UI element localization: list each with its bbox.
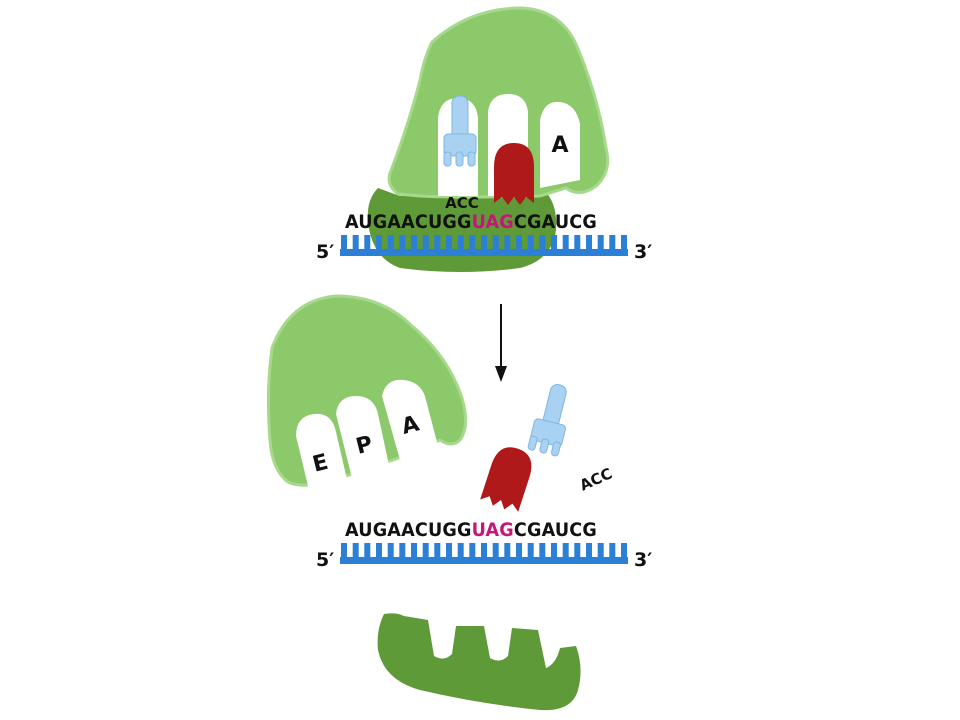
bottom-panel: E P A ACC AUGAACUGGUAGCGAUCG 5′ 3′ xyxy=(266,294,652,711)
mrna-nucleotide-tooth xyxy=(411,543,417,559)
mrna-nucleotide-tooth xyxy=(399,543,406,559)
mrna-strand-bottom xyxy=(340,543,628,564)
mrna-nucleotide-tooth xyxy=(352,543,359,559)
mrna-nucleotide-tooth xyxy=(376,235,382,251)
small-subunit-released xyxy=(377,613,581,711)
five-prime-label-top: 5′ xyxy=(316,241,334,263)
mrna-post-stop-top: CGAUCG xyxy=(514,211,597,233)
top-panel: A ACC AUGAACUGGUAGCGAUCG 5′ 3′ xyxy=(316,6,652,272)
mrna-nucleotide-tooth xyxy=(341,543,347,559)
mrna-nucleotide-tooth xyxy=(574,543,581,559)
mrna-nucleotide-tooth xyxy=(492,543,499,559)
mrna-nucleotide-tooth xyxy=(621,235,627,251)
stop-codon-top: UAG xyxy=(472,211,514,233)
mrna-nucleotide-tooth xyxy=(597,235,604,251)
site-label-a-top: A xyxy=(551,133,568,158)
mrna-nucleotide-tooth xyxy=(446,235,452,251)
release-factor-released xyxy=(479,442,537,514)
e-site-slot-released xyxy=(296,413,348,494)
mrna-nucleotide-tooth xyxy=(352,235,359,251)
mrna-nucleotide-tooth xyxy=(376,543,382,559)
trna-released xyxy=(527,380,577,458)
mrna-nucleotide-tooth xyxy=(422,543,429,559)
mrna-nucleotide-tooth xyxy=(434,543,441,559)
a-site-slot-released xyxy=(382,379,438,460)
mrna-nucleotide-tooth xyxy=(586,543,592,559)
mrna-nucleotide-tooth xyxy=(457,543,464,559)
mrna-nucleotide-tooth xyxy=(516,235,522,251)
mrna-nucleotide-tooth xyxy=(562,235,569,251)
mrna-nucleotide-tooth xyxy=(492,235,499,251)
p-site-slot-released xyxy=(336,396,390,478)
mrna-nucleotide-tooth xyxy=(446,543,452,559)
mrna-nucleotide-tooth xyxy=(574,235,581,251)
mrna-nucleotide-tooth xyxy=(387,235,394,251)
mrna-nucleotide-tooth xyxy=(551,543,557,559)
mrna-nucleotide-tooth xyxy=(341,235,347,251)
mrna-strand-top xyxy=(340,235,628,256)
mrna-sequence-top: AUGAACUGGUAGCGAUCG xyxy=(345,211,597,233)
mrna-nucleotide-tooth xyxy=(539,235,546,251)
mrna-nucleotide-tooth xyxy=(609,235,616,251)
site-label-p-released: P xyxy=(354,432,376,460)
mrna-nucleotide-tooth xyxy=(411,235,417,251)
mrna-nucleotide-tooth xyxy=(562,543,569,559)
mrna-pre-stop-top: AUGAACUGG xyxy=(345,211,472,233)
three-prime-label-bottom: 3′ xyxy=(634,549,652,571)
mrna-nucleotide-tooth xyxy=(527,235,534,251)
release-factor-top xyxy=(494,143,534,205)
mrna-nucleotide-tooth xyxy=(586,235,592,251)
anticodon-released: ACC xyxy=(577,464,615,494)
mrna-nucleotide-tooth xyxy=(469,235,476,251)
mrna-nucleotide-tooth xyxy=(422,235,429,251)
anticodon-top: ACC xyxy=(445,194,479,212)
mrna-pre-stop-bottom: AUGAACUGG xyxy=(345,519,472,541)
mrna-nucleotide-tooth xyxy=(457,235,464,251)
site-label-a-released: A xyxy=(399,412,422,440)
mrna-post-stop-bottom: CGAUCG xyxy=(514,519,597,541)
five-prime-label-bottom: 5′ xyxy=(316,549,334,571)
mrna-nucleotide-tooth xyxy=(364,235,371,251)
mrna-nucleotide-tooth xyxy=(364,543,371,559)
mrna-nucleotide-tooth xyxy=(481,543,487,559)
mrna-nucleotide-tooth xyxy=(551,235,557,251)
three-prime-label-top: 3′ xyxy=(634,241,652,263)
reaction-arrow xyxy=(495,304,507,382)
mrna-nucleotide-tooth xyxy=(399,235,406,251)
stop-codon-bottom: UAG xyxy=(472,519,514,541)
mrna-nucleotide-tooth xyxy=(387,543,394,559)
mrna-nucleotide-tooth xyxy=(539,543,546,559)
mrna-nucleotide-tooth xyxy=(469,543,476,559)
mrna-nucleotide-tooth xyxy=(504,543,511,559)
a-site-slot-top xyxy=(540,101,580,188)
mrna-nucleotide-tooth xyxy=(516,543,522,559)
mrna-nucleotide-tooth xyxy=(621,543,627,559)
site-label-e-released: E xyxy=(310,450,331,478)
mrna-nucleotide-tooth xyxy=(504,235,511,251)
mrna-sequence-bottom: AUGAACUGGUAGCGAUCG xyxy=(345,519,597,541)
mrna-nucleotide-tooth xyxy=(609,543,616,559)
mrna-nucleotide-tooth xyxy=(597,543,604,559)
mrna-nucleotide-tooth xyxy=(527,543,534,559)
mrna-nucleotide-tooth xyxy=(434,235,441,251)
mrna-nucleotide-tooth xyxy=(481,235,487,251)
